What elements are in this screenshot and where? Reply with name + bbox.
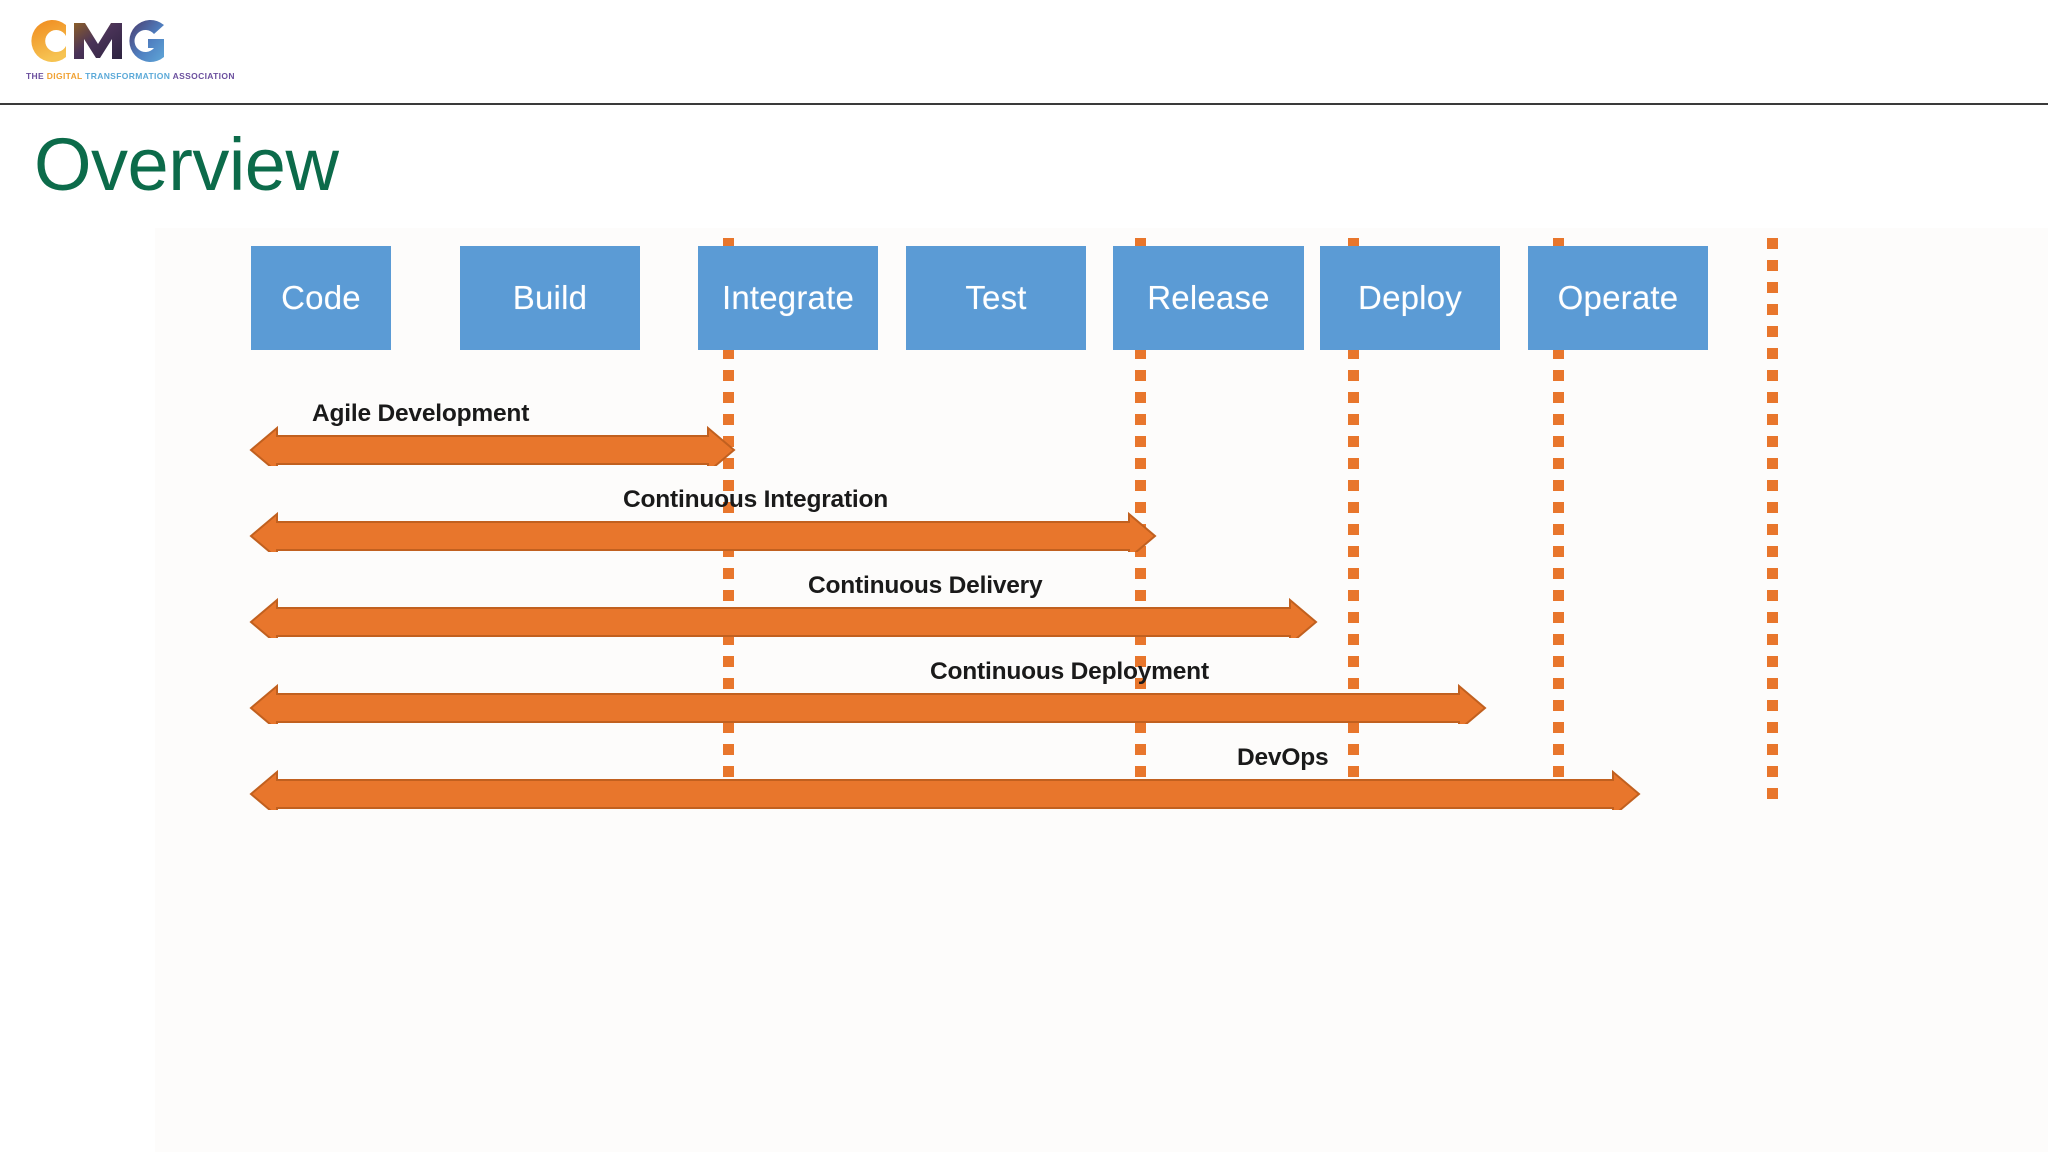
- tagline-word-transformation: TRANSFORMATION: [85, 71, 171, 81]
- phase-row-continuous-delivery: Continuous Delivery: [155, 572, 2048, 638]
- pipeline-stage-release[interactable]: Release: [1113, 246, 1304, 350]
- tagline-word-association: ASSOCIATION: [172, 71, 235, 81]
- tagline-word-digital: DIGITAL: [46, 71, 83, 81]
- phase-arrow: [249, 425, 736, 466]
- pipeline-stage-code[interactable]: Code: [251, 246, 391, 350]
- header-divider-rule: [0, 103, 2048, 105]
- phase-label: Continuous Deployment: [930, 658, 1209, 685]
- slide-header: THE DIGITAL TRANSFORMATION ASSOCIATION: [0, 0, 2048, 105]
- phase-label: Continuous Delivery: [808, 572, 1043, 599]
- cmg-logo-tagline: THE DIGITAL TRANSFORMATION ASSOCIATION: [26, 72, 235, 81]
- stage-divider-2: [1135, 238, 1146, 804]
- phase-arrow: [249, 769, 1641, 810]
- cmg-logo-mark: [22, 12, 202, 70]
- phase-label: Agile Development: [312, 400, 530, 427]
- pipeline-stage-operate[interactable]: Operate: [1528, 246, 1708, 350]
- phase-row-devops: DevOps: [155, 744, 2048, 810]
- phase-label: DevOps: [1237, 744, 1329, 771]
- page-title: Overview: [34, 123, 339, 206]
- stage-divider-3: [1348, 238, 1359, 804]
- phase-row-continuous-integration: Continuous Integration: [155, 486, 2048, 552]
- stage-divider-5: [1767, 238, 1778, 804]
- pipeline-stage-deploy[interactable]: Deploy: [1320, 246, 1500, 350]
- pipeline-stage-test[interactable]: Test: [906, 246, 1086, 350]
- tagline-word-the: THE: [26, 71, 45, 81]
- pipeline-stage-integrate[interactable]: Integrate: [698, 246, 878, 350]
- cmg-logo: THE DIGITAL TRANSFORMATION ASSOCIATION: [22, 12, 235, 92]
- phase-arrow: [249, 511, 1157, 552]
- phase-arrow: [249, 683, 1487, 724]
- stage-divider-4: [1553, 238, 1564, 804]
- phase-row-agile-development: Agile Development: [155, 400, 2048, 466]
- pipeline-stage-build[interactable]: Build: [460, 246, 640, 350]
- phase-row-continuous-deployment: Continuous Deployment: [155, 658, 2048, 724]
- phase-arrow: [249, 597, 1318, 638]
- phase-label: Continuous Integration: [623, 486, 889, 513]
